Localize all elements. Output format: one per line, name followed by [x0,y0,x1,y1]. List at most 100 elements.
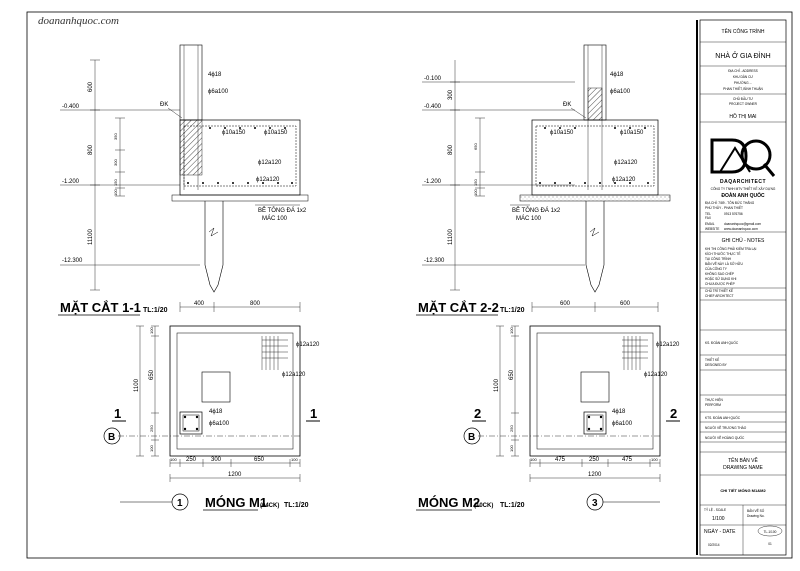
rebar-label: ϕ12a120 [256,177,280,183]
concrete-label: MÁC 100 [516,215,542,222]
dimension-label: 100 [530,457,537,462]
rebar-label: ϕ6a100 [610,89,631,95]
dimension-label: 250 [149,425,154,432]
sheet-border [26,11,793,559]
dimension-label: 250 [589,457,600,463]
dimension-label: 800 [88,144,94,155]
dimension-label: 300 [448,89,454,100]
dimension-label: 300 [211,457,222,463]
chief-label: CHỦ TRÌ THIẾT KẾ [705,288,733,293]
dimension-label: 250 [509,425,514,432]
rebar-dots [539,127,649,184]
dimension-label: 1200 [588,472,602,478]
dimension-label: 400 [194,301,205,307]
dimension-label: 1100 [494,378,500,392]
column-plan [201,371,231,403]
plan-title: MÓNG M2 [418,495,480,510]
designer-label-en: DESIGNED BY [705,363,728,367]
detail-number: 1 [177,498,183,509]
plan-m2: ϕ12a120 ϕ12a120 4ϕ18 ϕ6a100 100 1100 650… [416,325,680,511]
grid-label: B [108,432,115,443]
sheet-number: 01 [768,542,772,546]
chief-label-en: CHIEF ARCHITECT [705,294,734,298]
rebar-label: ϕ12a120 [644,372,668,378]
rebar-mesh [622,336,648,370]
company-info: PHÚ THỦY - PHAN THIẾT [705,205,743,210]
column-rebar-detail [583,411,607,435]
rebar-label: ϕ6a100 [208,89,229,95]
brand-name: DAQARCHITECT [720,179,766,185]
note-line: KÍCH THƯỚC THỰC TẾ [705,251,740,256]
contact-label: WEBSITE [705,227,719,231]
address-line: KHU DÂN CƯ [733,75,754,79]
watermark: doananhquoc.com [38,15,119,27]
perform-label: THỰC HIỆN [705,397,723,402]
rebar-label: ϕ10a150 [550,130,574,136]
plan-subtitle: (10CK) [474,503,493,509]
concrete-label: BÊ TÔNG ĐÁ 1x2 [512,206,561,214]
dimension-label: 475 [555,457,566,463]
section-scale: TL:1/20 [500,307,525,314]
dimension-label: 100 [113,189,118,196]
contact-label: EMAIL [705,222,715,226]
dimension-label: 350 [113,133,118,140]
rebar-label: ϕ10a150 [264,130,288,136]
rebar-label: ϕ12a120 [612,177,636,183]
level-label: -1.200 [424,179,442,185]
owner-label: CHỦ ĐẦU TƯ [733,96,753,101]
dimension-label: 11100 [448,229,454,245]
title-block: TÊN CÔNG TRÌNH NHÀ Ở GIA ĐÌNH ĐỊA CHỈ - … [696,19,787,556]
note-line: CỦA CÔNG TY [705,266,728,271]
dimension-label: 600 [88,81,94,92]
rebar-label: 4ϕ18 [610,72,624,78]
rebar-label: 4ϕ18 [612,409,626,415]
address-label: ĐỊA CHỈ - ADDRESS [728,68,758,73]
dk-label: ĐK [160,102,168,108]
rebar-label: ϕ10a150 [222,130,246,136]
rebar-label: ϕ12a120 [282,372,306,378]
rebar-label: ϕ6a100 [612,421,633,427]
dimension-label: 600 [620,301,631,307]
drawing-no: TL-1/100 [764,530,777,534]
company-logo [710,138,776,177]
contact-value: doananhquoc@gmail.com [724,222,761,226]
section-2-2: -0.100 -0.400 -1.200 -12.300 300 800 111… [416,44,671,316]
pile [585,201,605,293]
level-label: -1.200 [62,179,80,185]
address-line: PHAN THIẾT, BÌNH THUẬN [723,86,763,91]
column-rebar-detail [179,411,203,435]
dimension-label: 650 [149,369,155,380]
perform-name: KTS. ĐOÀN ANH QUỐC [705,415,741,420]
rebar-label: ϕ12a120 [258,160,282,166]
dimension-label: 100 [291,457,298,462]
date-value: 02/2014 [708,543,720,547]
drawer-name: NGƯỜI VẼ HOÀNG QUỐC [705,435,745,440]
drawer-name: NGƯỜI VẼ TRƯƠNG THÀO [705,425,747,430]
owner-name: HỒ THỊ MAI [729,113,756,120]
footing-outline [169,325,301,457]
note-line: KHÔNG SAO CHÉP [705,271,734,276]
concrete-label: BÊ TÔNG ĐÁ 1x2 [258,206,307,214]
dimension-label: 650 [509,369,515,380]
cut-marker: 2 [670,406,677,421]
level-label: -12.300 [424,258,445,264]
contact-value: 0913 576756 [724,212,743,216]
rebar-cage [535,125,655,187]
dimension-label: 100 [149,445,154,452]
cut-marker: 1 [310,406,317,421]
level-label: -0.100 [424,76,442,82]
lean-concrete [171,194,309,202]
dimension-label: 100 [473,189,478,196]
drawing-no-label: BẢN VẼ SỐ [747,508,765,513]
company-info: ĐỊA CHỈ: 7/89 - TÔN ĐỨC THẮNG [705,200,755,205]
grid-bubble [463,427,481,445]
contact-label: FAX [705,216,712,220]
plan-m1: ϕ12a120 ϕ12a120 4ϕ18 ϕ6a100 100 1100 650… [103,325,320,511]
dimension-label: 650 [473,143,478,150]
rebar-label: ϕ6a100 [209,421,230,427]
plan-title: MÓNG M1 [205,495,267,510]
backfill-hatch [179,119,203,176]
plan-scale: TL:1/20 [284,502,309,509]
dimension-label: 250 [186,457,197,463]
